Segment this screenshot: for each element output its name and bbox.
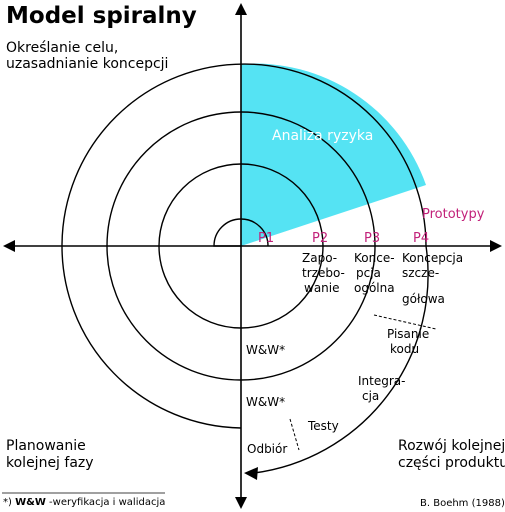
stage-p4-line2: szcze- xyxy=(402,266,439,280)
verification-validation-2: W&W* xyxy=(246,395,285,409)
stage-integration-line2: cja xyxy=(362,389,379,403)
dashed-dividers xyxy=(289,314,437,451)
stage-p3-line2: pcja xyxy=(356,266,381,280)
stage-p3-line1: Konce- xyxy=(354,251,395,265)
stage-integration-line1: Integra- xyxy=(358,374,405,388)
footnote-text: -weryfikacja i walidacja xyxy=(46,497,165,508)
axis-arrowheads xyxy=(3,3,502,509)
verification-validation-1: W&W* xyxy=(246,343,285,357)
spiral-end-arrowhead xyxy=(244,467,258,480)
phase-label-p2: P2 xyxy=(312,231,328,246)
stage-p2-line2: trzebo- xyxy=(302,266,345,280)
source-citation: B. Boehm (1988) xyxy=(420,498,505,509)
quadrant-label-top-left-2: uzasadnianie koncepcji xyxy=(6,56,168,72)
stage-p4-line3: gółowa xyxy=(402,292,445,306)
stage-acceptance: Odbiór xyxy=(247,442,287,456)
phase-label-p4: P4 xyxy=(413,231,429,246)
stage-p2-line1: Zapo- xyxy=(302,251,337,265)
phase-label-p1: P1 xyxy=(258,231,274,246)
risk-analysis-sector xyxy=(241,63,426,247)
stage-p4-line1: Koncepcja xyxy=(402,251,463,265)
phase-label-p3: P3 xyxy=(364,231,380,246)
quadrant-label-bottom-left-1: Planowanie xyxy=(6,438,86,454)
loop-4 xyxy=(61,63,427,429)
quadrant-label-bottom-left-2: kolejnej fazy xyxy=(6,455,94,471)
footnote-abbrev: W&W xyxy=(15,497,46,508)
quadrant-label-bottom-right-1: Rozwój kolejnej xyxy=(398,438,505,454)
footnote-marker: *) xyxy=(3,497,15,508)
stage-p3-line3: ogólna xyxy=(354,281,395,295)
risk-analysis-label: Analiza ryzyka xyxy=(272,128,373,144)
prototypes-label: Prototypy xyxy=(422,207,485,222)
axes xyxy=(8,8,497,504)
diagram-title: Model spiralny xyxy=(6,3,197,29)
quadrant-label-top-left-1: Określanie celu, xyxy=(6,40,118,56)
stage-coding-line2: kodu xyxy=(390,342,419,356)
stage-p2-line3: wanie xyxy=(304,281,340,295)
footnote: *) W&W -weryfikacja i walidacja xyxy=(3,497,165,508)
loop-1 xyxy=(213,218,269,247)
stage-coding-line1: Pisanie xyxy=(387,327,429,341)
outer-arc xyxy=(253,245,429,474)
stage-testing: Testy xyxy=(307,419,339,433)
quadrant-label-bottom-right-2: części produktu xyxy=(398,455,505,471)
